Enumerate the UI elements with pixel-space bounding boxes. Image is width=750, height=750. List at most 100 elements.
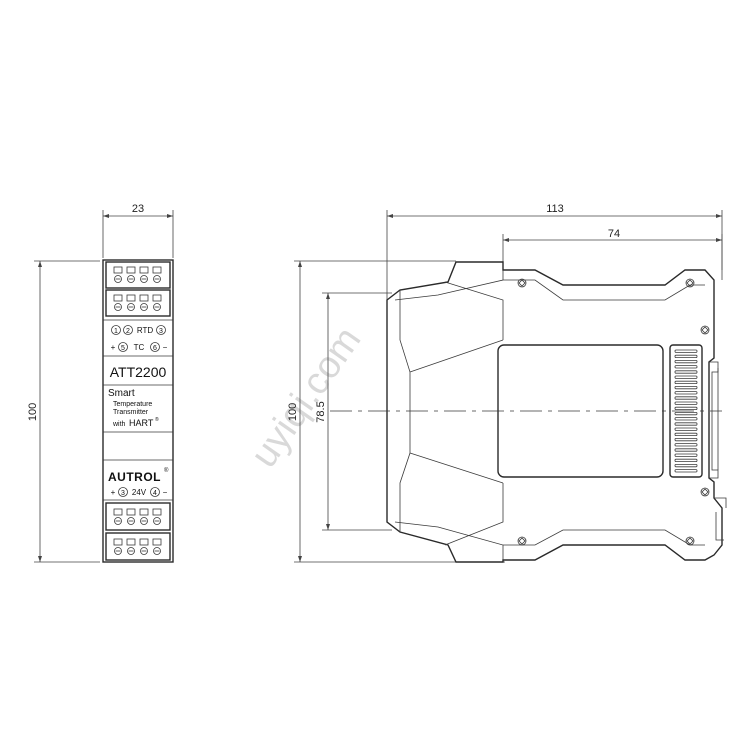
- power-plus: +: [111, 488, 116, 497]
- terminal-3: 3: [159, 328, 163, 335]
- terminal-screw: [153, 547, 161, 555]
- depth-overall-label: 113: [546, 203, 564, 215]
- tc-plus: +: [111, 343, 116, 352]
- top-terminal-block: [105, 261, 171, 317]
- front-housing: [102, 259, 174, 563]
- screw-marker: [517, 536, 527, 546]
- vent-slot: [674, 411, 698, 416]
- tc-minus: −: [163, 343, 168, 352]
- screw-marker: [685, 278, 695, 288]
- terminal-clamp: [152, 508, 162, 516]
- vent-slot: [674, 432, 698, 437]
- watermark: uyiqi.com: [243, 320, 369, 476]
- width-dimension-label: 23: [132, 203, 144, 215]
- terminal-clamp: [113, 294, 123, 302]
- vent-slot: [674, 406, 698, 411]
- din-rail-clip: [709, 361, 727, 541]
- terminal-clamp: [139, 508, 149, 516]
- vent-slot: [674, 437, 698, 442]
- vent-slot: [674, 370, 698, 374]
- terminal-screws: [113, 266, 162, 555]
- height-inner-dimension: 78.5: [315, 292, 392, 531]
- terminal-row-tc: + 5 TC 6 −: [111, 342, 168, 352]
- vent-slot: [674, 365, 698, 369]
- side-view: 113 74 100 78.5: [287, 203, 727, 563]
- terminal-clamp: [126, 266, 136, 274]
- vent-slot: [674, 359, 698, 364]
- vent-slot: [674, 380, 698, 385]
- vent-slot: [674, 422, 698, 426]
- model-name: ATT2200: [110, 364, 167, 380]
- terminal-2: 2: [126, 328, 130, 335]
- terminal-clamp: [139, 294, 149, 302]
- height-inner-label: 78.5: [315, 401, 327, 422]
- depth-body-label: 74: [608, 228, 620, 240]
- terminal-clamp: [126, 538, 136, 546]
- terminal-row-rtd: 1 2 RTD 3: [111, 325, 166, 335]
- vent-slot: [674, 469, 698, 473]
- terminal-screw: [153, 303, 161, 311]
- screw-marker: [685, 536, 695, 546]
- terminal-6: 6: [153, 345, 157, 352]
- terminal-5: 5: [121, 345, 125, 352]
- terminal-screw: [140, 547, 148, 555]
- vent-slot: [674, 385, 698, 390]
- terminal-screw: [127, 275, 135, 283]
- terminal-screw: [140, 275, 148, 283]
- bottom-terminal-block: [105, 502, 171, 561]
- terminal-screw: [140, 303, 148, 311]
- vent-slot: [674, 458, 698, 463]
- screw-marker: [700, 325, 710, 335]
- vent-slot: [674, 463, 698, 468]
- tc-label: TC: [134, 343, 145, 352]
- vent-slot: [674, 354, 698, 359]
- rtd-label: RTD: [137, 326, 154, 335]
- terminal-screw: [153, 275, 161, 283]
- ventilation-slots: [674, 349, 698, 473]
- terminal-clamp: [139, 538, 149, 546]
- terminal-clamp: [126, 508, 136, 516]
- power-minus: −: [163, 488, 168, 497]
- depth-body-dimension: 74: [502, 228, 723, 270]
- power-terminal-row: + 3 24V 4 −: [111, 487, 168, 497]
- screw-marker: [700, 487, 710, 497]
- description-line1: Temperature: [113, 401, 152, 408]
- terminal-screw: [127, 517, 135, 525]
- with-label: with: [112, 421, 126, 428]
- terminal-clamp: [152, 538, 162, 546]
- front-view: 23 100 1: [27, 203, 174, 563]
- terminal-clamp: [139, 266, 149, 274]
- terminal-screw: [114, 517, 122, 525]
- terminal-screw: [140, 517, 148, 525]
- vent-slot: [674, 448, 698, 452]
- screw-marker: [517, 278, 527, 288]
- vent-slot: [674, 401, 698, 405]
- depth-overall-dimension: 113: [386, 203, 723, 300]
- side-housing-outline: [386, 261, 723, 563]
- terminal-power-4: 4: [153, 490, 157, 497]
- terminal-clamp: [152, 266, 162, 274]
- terminal-clamp: [113, 508, 123, 516]
- hart-label: HART: [129, 418, 154, 428]
- terminal-screw: [153, 517, 161, 525]
- height-dimension-front: 100: [27, 260, 100, 563]
- width-dimension: 23: [102, 203, 174, 258]
- terminal-clamp: [152, 294, 162, 302]
- terminal-screw: [127, 303, 135, 311]
- terminal-screw: [114, 275, 122, 283]
- power-24v-label: 24V: [132, 488, 147, 497]
- vent-slot: [674, 453, 698, 457]
- terminal-screw: [114, 303, 122, 311]
- terminal-screw: [114, 547, 122, 555]
- terminal-clamp: [126, 294, 136, 302]
- front-face-step: [399, 290, 504, 532]
- vent-slot: [674, 396, 698, 400]
- vent-slot: [674, 349, 698, 353]
- brand-mark: ®: [164, 467, 169, 474]
- height-overall-label: 100: [287, 403, 299, 421]
- brand-logo: AUTROL: [108, 470, 161, 484]
- terminal-power-3: 3: [121, 490, 125, 497]
- smart-label: Smart: [108, 388, 135, 399]
- vent-slot: [674, 427, 698, 431]
